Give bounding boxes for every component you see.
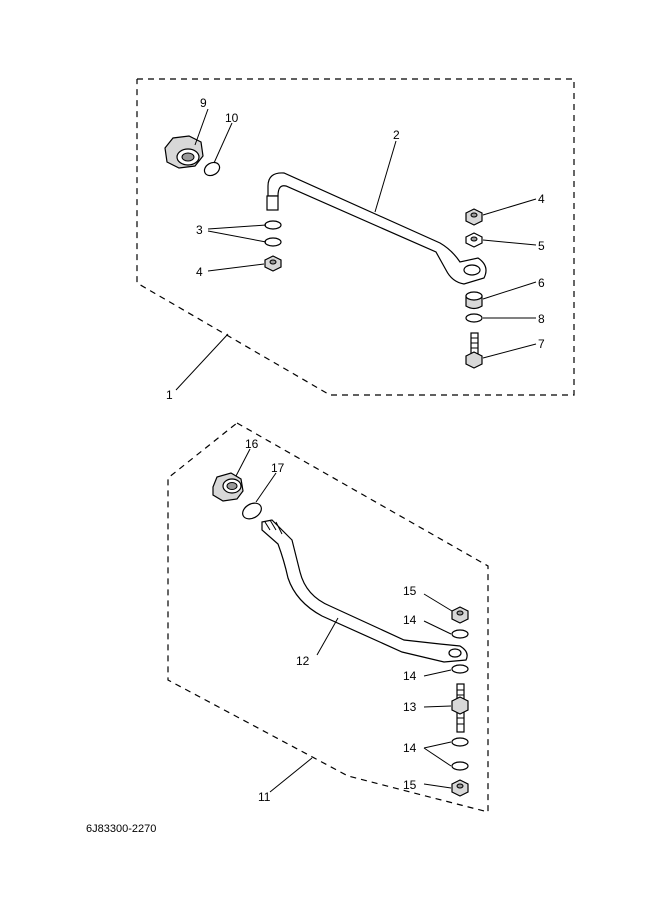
- part-15-nut-bottom: [451, 779, 469, 797]
- callout-3: 3: [196, 223, 203, 237]
- callout-7: 7: [538, 337, 545, 351]
- callout-17: 17: [271, 461, 285, 475]
- callout-6: 6: [538, 276, 545, 290]
- part-10-o-ring: [203, 161, 221, 177]
- part-14-washer-c: [451, 737, 469, 747]
- part-3-washer-b: [264, 237, 282, 247]
- callout-2: 2: [393, 128, 400, 142]
- part-7-bolt: [465, 332, 483, 369]
- callout-5: 5: [538, 239, 545, 253]
- assembly-11-boundary: [167, 422, 489, 813]
- part-14-washer-a: [451, 629, 469, 639]
- callout-1: 1: [166, 388, 173, 402]
- part-5-nut: [465, 232, 483, 248]
- callout-8: 8: [538, 312, 545, 326]
- part-15-nut-top: [451, 606, 469, 624]
- assembly-11-leaders: [235, 448, 453, 793]
- callout-10: 10: [225, 111, 239, 125]
- part-12-steering-rod: [261, 519, 468, 663]
- callout-15-top: 15: [403, 584, 417, 598]
- part-16-fitting-nut: [212, 472, 244, 502]
- callout-14-b: 14: [403, 669, 417, 683]
- callout-16: 16: [245, 437, 259, 451]
- part-13-stud-bolt: [451, 683, 469, 733]
- callout-4-left: 4: [196, 265, 203, 279]
- assembly-1-boundary: [136, 78, 575, 396]
- diagram-code: 6J83300-2270: [86, 823, 156, 835]
- part-2-steering-rod: [266, 172, 487, 285]
- callout-9: 9: [200, 96, 207, 110]
- part-4-nut-right: [465, 208, 483, 226]
- callout-13: 13: [403, 700, 417, 714]
- part-9-fitting-nut: [164, 135, 204, 169]
- part-14-washer-b: [451, 664, 469, 674]
- part-3-washer-a: [264, 220, 282, 230]
- callout-12: 12: [296, 654, 310, 668]
- assembly-1-leaders: [175, 108, 537, 391]
- callout-14-a: 14: [403, 613, 417, 627]
- part-6-collar: [465, 291, 483, 310]
- callout-4-right: 4: [538, 192, 545, 206]
- part-14-washer-d: [451, 761, 469, 771]
- callout-15-bottom: 15: [403, 778, 417, 792]
- part-4-nut-left: [264, 255, 282, 272]
- callout-14-c: 14: [403, 741, 417, 755]
- assembly-1-group: [136, 78, 575, 396]
- assembly-11-group: [167, 422, 489, 813]
- callout-11: 11: [258, 790, 271, 804]
- part-8-washer: [465, 313, 483, 323]
- callout-labels: 9 10 2 3 4 4 5 6 8 7 1 16 17 15 14 12 14…: [166, 96, 545, 804]
- part-17-o-ring: [242, 502, 262, 520]
